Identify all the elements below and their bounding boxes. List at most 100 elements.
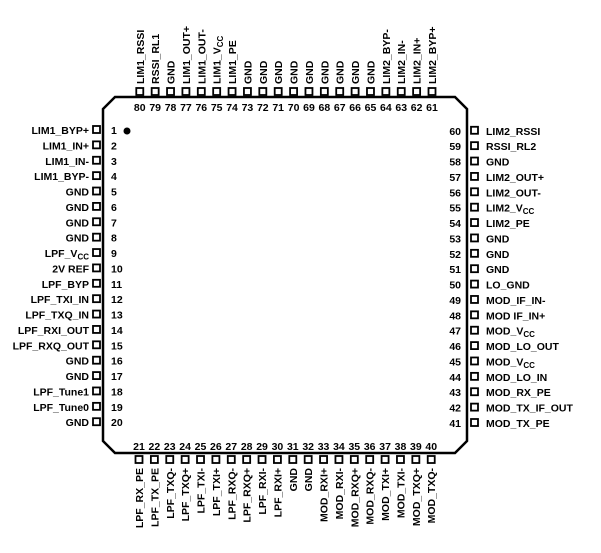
pin-pad [165,455,175,464]
pin-pad [243,87,252,96]
pin-number: 11 [111,279,122,291]
pin-label: LPF_TXI- [196,468,208,514]
pin-label: MOD_RXI- [334,468,346,520]
pin-number: 40 [425,441,437,453]
pin-label: LIM2_VCC [486,203,535,217]
pin-pad [181,87,191,96]
pin-pad [92,340,101,350]
pin-number: 28 [241,441,253,453]
pin-number: 6 [111,202,117,214]
pin-number: 18 [111,386,123,398]
pin-label: MOD_VCC [486,356,535,370]
pin-pad [196,455,205,464]
pin-label: LIM1_VCC [212,35,226,84]
pin-pad [470,387,479,397]
pin-pad [380,455,390,464]
pin-label: MOD_TXI- [395,468,407,519]
pin-label: LIM1_RSSI [135,30,147,84]
pin-number: 24 [179,441,191,453]
pin-label: GND [66,417,90,429]
pin-pad [319,87,329,96]
pin-label: MOD_TXI+ [380,468,392,521]
pin-number: 61 [426,102,438,114]
pin-number: 74 [226,102,238,114]
pin-pad [92,186,101,196]
pin-pad [470,187,479,197]
pin-pad [470,248,479,258]
pin-label: GND [350,60,362,84]
pin-label: LPF_RXQ+ [242,468,254,523]
pin-label: LPF_BYP [42,279,89,291]
pin-number: 67 [334,102,346,114]
pin-pad [470,125,479,135]
pin-label: RSSI_RL2 [486,141,536,153]
pin-pad [470,371,479,381]
pin-number: 70 [288,102,300,114]
pin-number: 59 [449,141,461,153]
pin-label: LPF_TXQ_IN [25,310,89,322]
pin-label: GND [486,233,510,245]
pin-number: 57 [449,172,461,184]
pin-number: 29 [256,441,268,453]
pin-pad [470,295,479,304]
pin-number: 69 [303,102,315,114]
pin-label: GND [242,60,254,84]
pin-pad [92,140,101,150]
pin-pad [335,87,345,96]
pin-pad [134,455,144,464]
pin-pad [92,125,101,134]
pin-label: GND [66,233,90,245]
pin-label: GND [273,60,285,84]
pin-number: 64 [380,102,392,114]
pin-pad [470,202,479,212]
pin-label: GND [289,60,301,84]
pin-pad [470,310,479,320]
pin-pad [135,87,145,96]
pin-pad [273,87,283,96]
pin-number: 76 [195,102,207,114]
package-outline [101,95,469,455]
pin-number: 37 [379,441,391,453]
pin-number: 17 [111,371,123,383]
pin-number: 65 [365,102,377,114]
pin-label: GND [319,60,331,84]
pin-label: MOD_TXQ+ [411,468,423,526]
pin-label: LPF_Tune1 [33,386,89,398]
pin-label: LIM2_IN+ [412,38,424,84]
pin-pad [349,455,359,464]
pin-pad [470,356,479,366]
pin-pad [289,87,298,96]
pin-number: 12 [111,294,123,306]
pin-label: LIM1_BYP+ [32,125,89,137]
pin-label: GND [303,468,315,492]
pin-label: GND [66,356,90,368]
pin-label: LIM2_BYP- [381,29,393,84]
pin-number: 41 [449,418,461,430]
pin-pad [334,455,344,464]
pin-pad [470,341,479,351]
pin-number: 27 [225,441,237,453]
pin-number: 35 [348,441,360,453]
pin-number: 9 [111,248,117,260]
pin-number: 14 [111,325,123,337]
pin-pad [227,87,237,96]
pin-pad [92,401,101,411]
pin-number: 48 [449,310,461,322]
pin-pad [303,455,313,464]
pin-pad [366,87,375,96]
pin-pad [150,87,160,96]
pin-number: 32 [302,441,314,453]
pin-label: GND [166,60,178,84]
pin-label: LIM2_RSSI [486,126,540,138]
pin-pad [470,156,479,166]
pin-number: 36 [364,441,376,453]
pin-pad [226,455,236,464]
pin-label: LIM1_OUT- [196,29,208,84]
pin-number: 30 [272,441,284,453]
pin-pad [92,386,101,396]
pin-number: 47 [449,326,461,338]
pin-label: RSSI_RL1 [150,34,162,84]
pin-number: 73 [242,102,254,114]
